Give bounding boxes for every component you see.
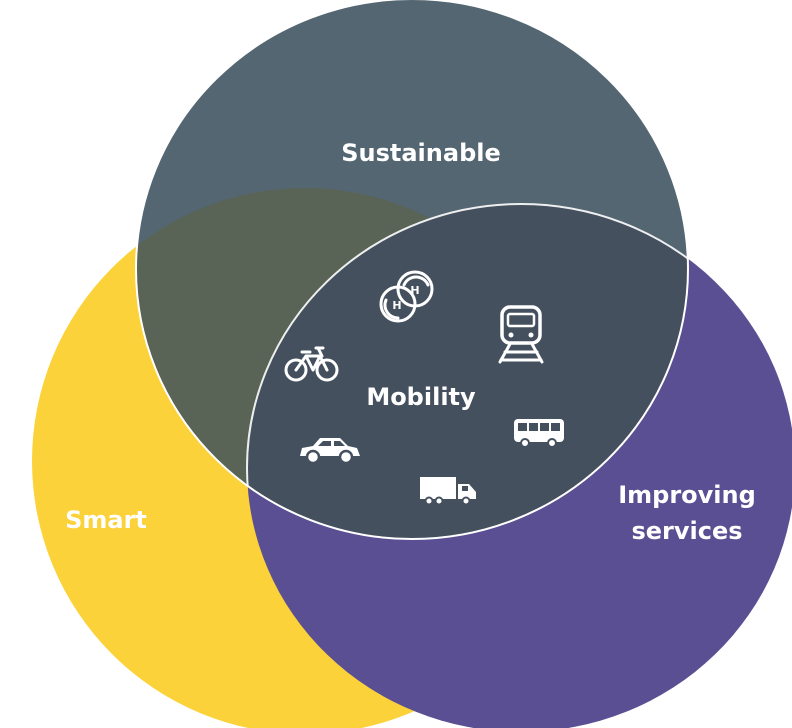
improving-label-line1: Improving bbox=[618, 481, 756, 509]
mobility-label: Mobility bbox=[366, 383, 476, 411]
train-icon bbox=[498, 305, 544, 364]
center-overlap bbox=[247, 204, 688, 539]
svg-text:H: H bbox=[392, 299, 401, 312]
bicycle-icon bbox=[284, 346, 339, 382]
truck-icon bbox=[420, 477, 476, 506]
bus-icon bbox=[514, 419, 564, 448]
smart-label: Smart bbox=[65, 506, 147, 534]
sustainable-label: Sustainable bbox=[341, 139, 501, 167]
hydrogen-icon: H H bbox=[379, 270, 434, 323]
car-icon bbox=[300, 438, 360, 465]
svg-text:H: H bbox=[410, 284, 419, 297]
sustainable-outline bbox=[135, 0, 689, 540]
improving-label-line2: services bbox=[631, 517, 742, 545]
